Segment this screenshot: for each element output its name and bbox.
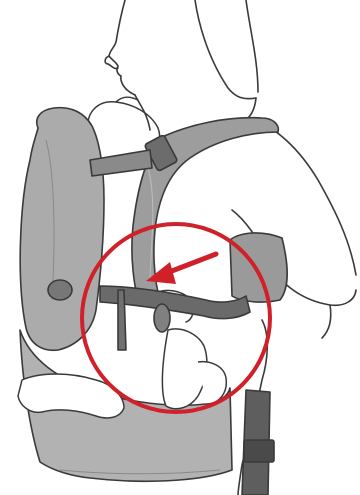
- person-head: [105, 0, 258, 130]
- direction-arrow: [146, 254, 216, 284]
